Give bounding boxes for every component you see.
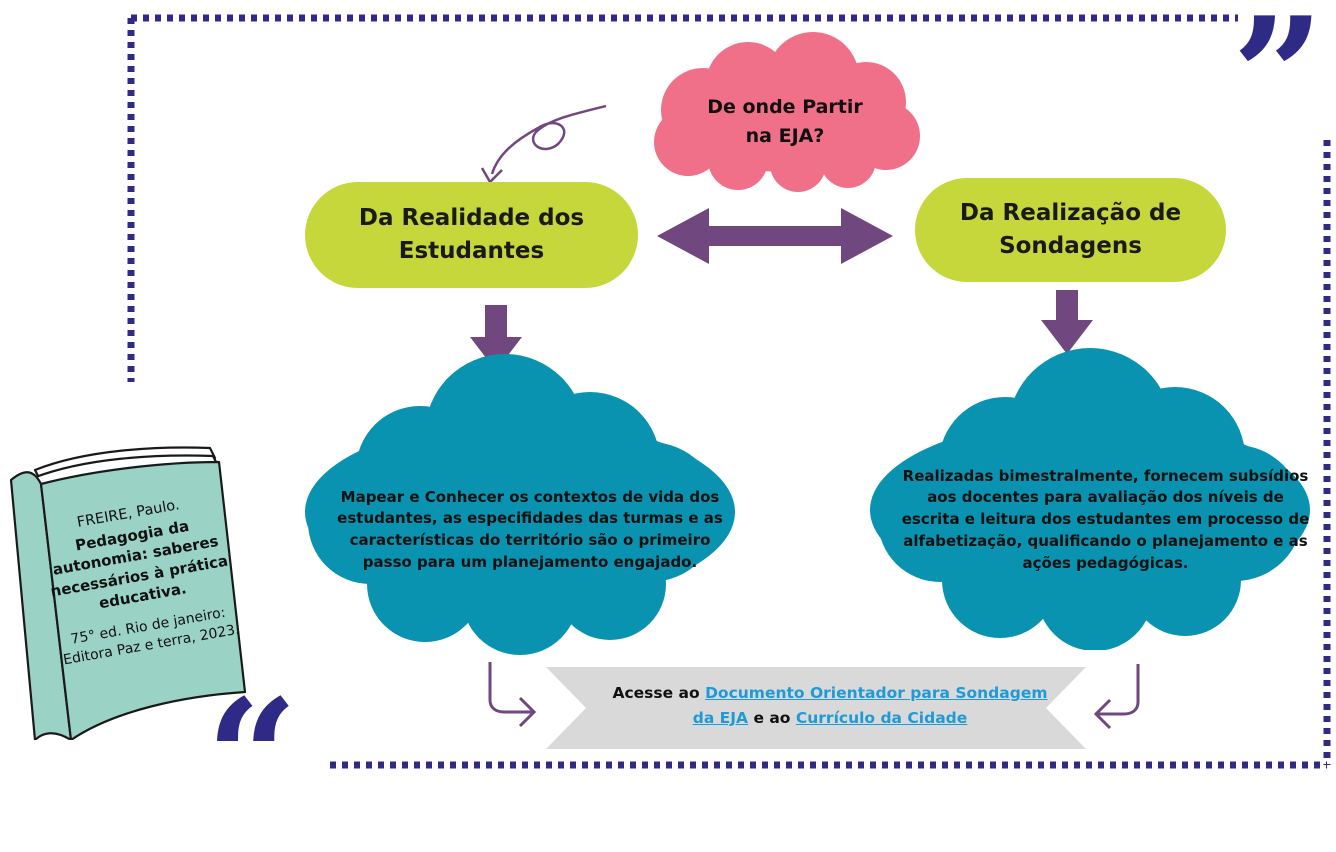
link-documento-orientador[interactable]: Documento Orientador para Sondagem da EJ…	[692, 684, 1048, 727]
ribbon-banner	[546, 667, 1086, 749]
dashed-frame	[127, 14, 1331, 769]
left-teal-cloud	[305, 354, 735, 655]
hook-arrow-right	[1093, 664, 1140, 730]
down-arrow-left	[470, 305, 522, 371]
down-arrow-right	[1041, 290, 1093, 354]
ribbon-middle: e ao	[753, 708, 791, 727]
closing-quote-mark: ”	[1232, 0, 1325, 170]
right-pill-sondagens: Da Realização de Sondagens	[915, 178, 1226, 282]
right-teal-cloud	[870, 348, 1310, 650]
top-cloud-line2: na EJA?	[745, 125, 825, 147]
left-pill-line2: Estudantes	[398, 238, 545, 264]
left-pill-line1: Da Realidade dos	[358, 204, 585, 231]
left-pill-realidade: Da Realidade dos Estudantes	[305, 182, 638, 288]
right-cloud-text: Realizadas bimestralmente, fornecem subs…	[901, 466, 1310, 572]
double-arrow-shape	[657, 208, 893, 264]
opening-quote-mark: “	[206, 664, 299, 852]
right-pill-line1: Da Realização de	[959, 199, 1182, 226]
right-pill-line2: Sondagens	[999, 233, 1142, 259]
ribbon-text: Acesse ao Documento Orientador para Sond…	[600, 681, 1060, 731]
left-cloud-text: Mapear e Conhecer os contextos de vida d…	[337, 487, 723, 571]
hook-arrow-left	[488, 662, 537, 728]
top-cloud-label: De onde Partir na EJA?	[690, 82, 880, 162]
book-illustration	[9, 446, 247, 740]
double-arrow	[657, 208, 893, 264]
top-cloud-line1: De onde Partir	[707, 95, 863, 118]
curly-arrow	[480, 104, 607, 185]
link-curriculo-da-cidade[interactable]: Currículo da Cidade	[795, 708, 968, 727]
ribbon-prefix: Acesse ao	[612, 684, 700, 702]
top-pink-cloud	[654, 32, 920, 192]
